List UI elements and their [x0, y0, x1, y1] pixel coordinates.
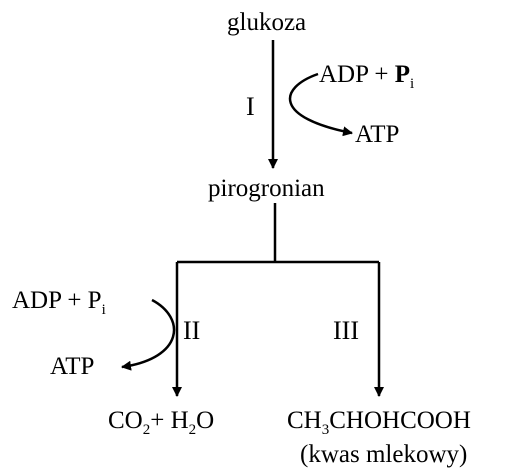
co2-sub: 2 — [142, 422, 151, 438]
plus-h-text: + H — [150, 407, 189, 434]
arrow-stage-II-atp — [121, 298, 176, 371]
glukoza-label: glukoza — [227, 9, 307, 36]
stage-II-p-sub: i — [101, 302, 106, 318]
stage-II-adp-input: ADP + Pi — [12, 287, 106, 318]
stage-III-product: CH3CHOHCOOH — [287, 407, 471, 438]
stage-I-label: I — [246, 92, 255, 121]
stage-I-p-text: P — [394, 61, 410, 88]
ch3-text: CH — [287, 407, 322, 434]
pirogronian-label: pirogronian — [208, 175, 325, 202]
co2-text: CO — [108, 407, 143, 434]
stage-II-atp-output: ATP — [50, 353, 95, 380]
h2o-sub: 2 — [188, 422, 197, 438]
stage-III-label: III — [333, 316, 359, 345]
stage-II-label: II — [183, 316, 201, 345]
stage-III-product-name: (kwas mlekowy) — [300, 441, 468, 468]
o-text: O — [196, 407, 215, 434]
stage-I-atp-output: ATP — [355, 121, 400, 148]
stage-I-adp-input: ADP + Pi — [319, 61, 414, 92]
stage-I-adp-text: ADP + — [319, 61, 395, 88]
chohcooh-text: CHOHCOOH — [329, 407, 471, 434]
stage-II-adp-text: ADP + P — [12, 287, 102, 314]
stage-II-products: CO2+ H2O — [108, 407, 215, 438]
arrow-stage-I-atp — [288, 72, 353, 137]
ch3-sub: 3 — [321, 422, 330, 438]
stage-I-p-sub: i — [409, 76, 415, 92]
